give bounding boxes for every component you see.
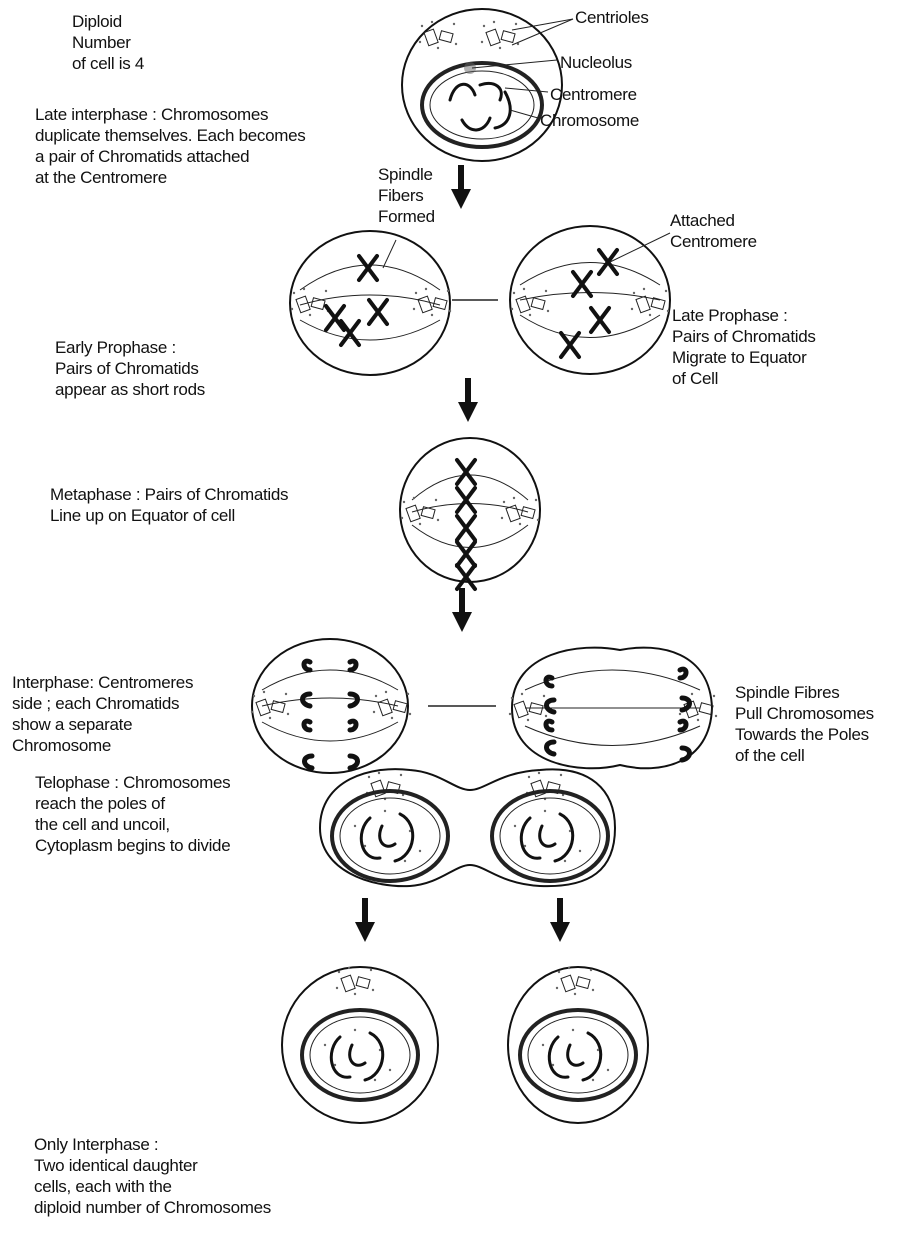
cell-anaphase-late [508, 646, 718, 770]
label-centromere: Centromere [550, 85, 637, 104]
label-nucleolus: Nucleolus [560, 53, 632, 72]
cell-telophase [318, 768, 617, 888]
label-chromosome: Chromosome [540, 111, 640, 130]
arrow-down-right [550, 898, 570, 942]
label-centrioles: Centrioles [575, 8, 649, 27]
spindle-leader [382, 239, 397, 269]
cell-late-prophase [509, 225, 671, 375]
arrow-down-3 [452, 588, 472, 632]
cell-metaphase [399, 437, 541, 591]
daughter-cell-left [281, 966, 439, 1124]
daughter-cell-right [507, 966, 649, 1124]
arrow-down-1 [451, 165, 471, 209]
leader-lines-top [471, 18, 574, 119]
cell-early-prophase [289, 230, 452, 376]
arrow-down-left [355, 898, 375, 942]
cell-anaphase-early [250, 638, 412, 774]
arrow-down-2 [458, 378, 478, 422]
cell-late-interphase [401, 8, 563, 162]
